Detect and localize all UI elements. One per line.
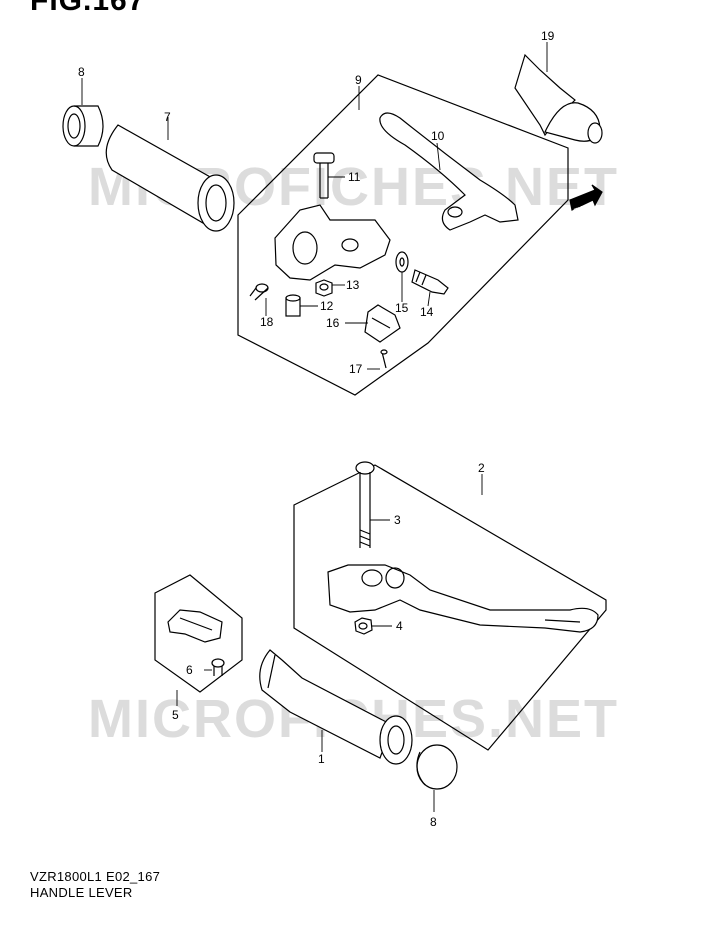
fwd-arrow — [569, 184, 603, 211]
callout-2: 2 — [478, 461, 485, 475]
callout-16: 16 — [326, 316, 340, 330]
assembly-outline-9 — [237, 74, 569, 396]
washer — [395, 251, 409, 273]
callout-9: 9 — [355, 73, 362, 87]
callout-6: 6 — [186, 663, 193, 677]
callout-14: 14 — [420, 305, 434, 319]
callout-8-top: 8 — [78, 65, 85, 79]
model-code-caption: VZR1800L1 E02_167 — [30, 869, 161, 884]
clutch-switch — [364, 304, 401, 343]
nut-13 — [315, 279, 333, 297]
callout-19: 19 — [541, 29, 555, 43]
leader-lines — [81, 42, 548, 812]
adjuster-bolt — [411, 269, 449, 295]
left-grip — [105, 124, 235, 232]
assembly-outline-2 — [293, 464, 607, 751]
collar — [285, 294, 301, 317]
callout-1: 1 — [318, 752, 325, 766]
brake-nut — [354, 617, 373, 635]
figure-title: FIG.167 — [30, 0, 146, 17]
callout-11: 11 — [348, 170, 361, 184]
callout-7: 7 — [164, 110, 171, 124]
callout-13: 13 — [346, 278, 360, 292]
callout-8-bottom: 8 — [430, 815, 437, 829]
clutch-lever — [379, 112, 519, 231]
lever-bracket — [274, 204, 391, 281]
throttle-grip — [259, 649, 413, 765]
screw-6 — [211, 658, 225, 676]
screw-18 — [249, 283, 269, 301]
brake-pivot-bolt — [355, 461, 375, 548]
callout-3: 3 — [394, 513, 401, 527]
grip-end-cap-bottom — [416, 744, 458, 790]
callout-18: 18 — [260, 315, 274, 329]
callout-4: 4 — [396, 619, 403, 633]
grip-end-cap-top — [62, 105, 104, 147]
part-name-caption: HANDLE LEVER — [30, 885, 133, 900]
callout-17: 17 — [349, 362, 363, 376]
assembly-outline-5 — [154, 574, 243, 693]
lever-cover — [514, 53, 603, 144]
pivot-bolt — [313, 152, 335, 199]
callout-15: 15 — [395, 301, 409, 315]
callout-5: 5 — [172, 708, 179, 722]
brake-lever — [327, 564, 599, 633]
callout-12: 12 — [320, 299, 334, 313]
brake-switch — [167, 609, 223, 643]
callout-10: 10 — [431, 129, 445, 143]
screw-17 — [380, 349, 388, 369]
